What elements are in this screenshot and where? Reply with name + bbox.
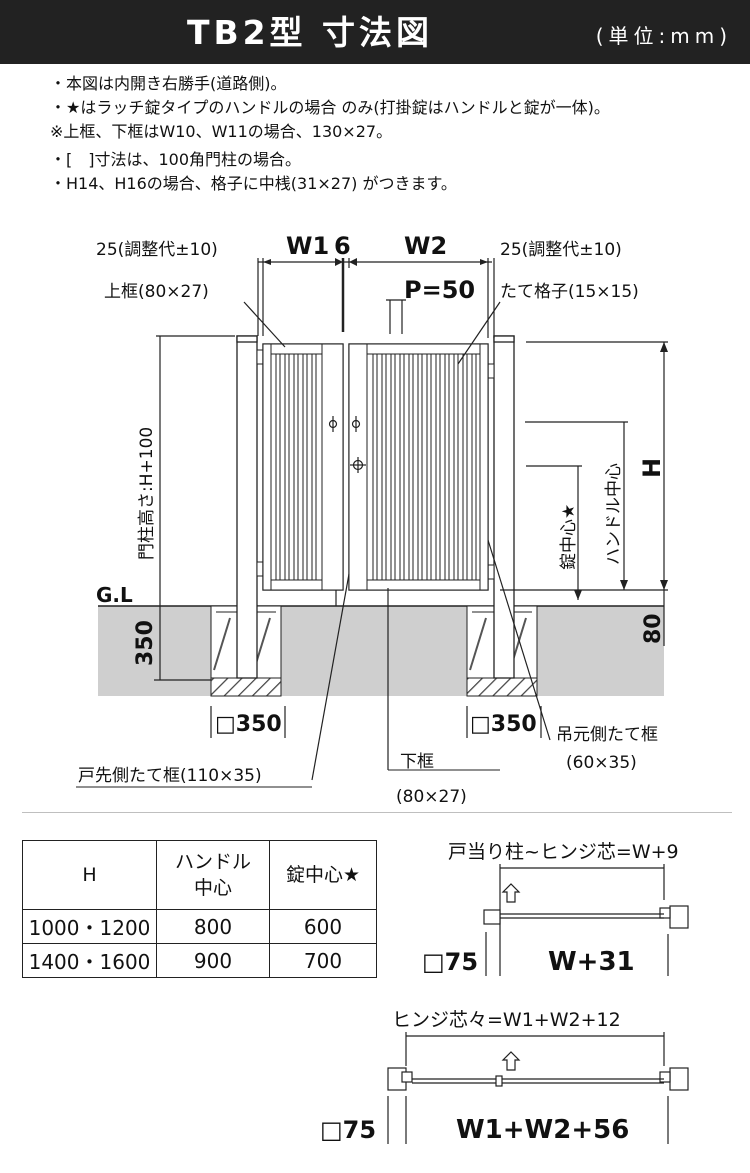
post-left: [236, 335, 258, 679]
cell-handle: 800: [156, 909, 270, 944]
w2-label: W2: [404, 232, 447, 260]
plan-single-width-label: W+31: [548, 947, 635, 977]
plan-double: ヒンジ芯々=W1+W2+12 □75 W1+W2+56: [320, 1009, 689, 1145]
lock-center-label: 錠中心★: [559, 504, 579, 570]
bottom-frame-size: (80×27): [396, 787, 467, 807]
gate-leaf-right: [348, 343, 489, 591]
post-height-label: 門柱高さ:H+100: [137, 427, 157, 560]
h-label: H: [638, 458, 666, 478]
footing-left-label: □350: [215, 712, 282, 737]
header-bar: TB2型 寸法図 (単位:mm): [0, 0, 750, 64]
lattice-label: たて格子(15×15): [500, 282, 639, 302]
depth-dimension: [154, 606, 211, 681]
handle-center-label: ハンドル中心: [604, 463, 624, 565]
note-line: ・H14、H16の場合、格子に中桟(31×27) がつきます。: [50, 174, 457, 193]
header-h: H: [22, 840, 157, 910]
footing-right-label: □350: [470, 712, 537, 737]
w1-label: W1: [286, 232, 329, 260]
header-handle-line1: ハンドル: [174, 851, 251, 873]
table-header-row: H ハンドル 中心 錠中心★: [22, 840, 377, 910]
eighty-label: 80: [641, 613, 666, 644]
hinge-stile-size: (60×35): [566, 753, 637, 773]
cell-lock: 700: [269, 943, 377, 978]
adjust-left-label: 25(調整代±10): [96, 240, 218, 260]
notes-list: ・本図は内開き右勝手(道路側)。 ・★はラッチ錠タイプのハンドルの場合 のみ(打…: [50, 72, 610, 196]
six-label: 6: [334, 232, 351, 260]
section-divider: [22, 812, 732, 813]
plan-single-post-label: □75: [422, 948, 478, 976]
plan-double-width-label: W1+W2+56: [456, 1115, 629, 1145]
ground-band: [98, 606, 664, 696]
note-line: ・本図は内開き右勝手(道路側)。: [50, 74, 287, 93]
plan-double-top-label: ヒンジ芯々=W1+W2+12: [392, 1009, 621, 1031]
header-handle-line2: 中心: [193, 877, 232, 899]
top-frame-label: 上框(80×27): [104, 282, 209, 302]
cell-h: 1400・1600: [22, 943, 157, 978]
spec-table: H ハンドル 中心 錠中心★ 1000・1200 800 600 1400・16…: [22, 840, 377, 978]
plan-single: 戸当り柱~ヒンジ芯=W+9 □75 W+31: [422, 841, 689, 977]
latch-stile-label: 戸先側たて框(110×35): [78, 766, 262, 786]
pitch-label: P=50: [404, 276, 475, 304]
note-line: ・[ ]寸法は、100角門柱の場合。: [50, 150, 302, 169]
page-title: TB2型 寸法図: [186, 13, 434, 52]
cell-lock: 600: [269, 909, 377, 944]
cell-handle: 900: [156, 943, 270, 978]
unit-label: (単位:mm): [595, 24, 732, 48]
gate-leaf-left: [262, 343, 344, 591]
post-right: [493, 335, 515, 679]
handle-icon: [328, 416, 361, 432]
cell-h: 1000・1200: [22, 909, 157, 944]
table-row: 1400・1600 900 700: [22, 943, 377, 978]
gate-elevation-diagram: 25(調整代±10) W1 6 W2 25(調整代±10) P=50 上框(80…: [76, 232, 668, 807]
adjust-right-label: 25(調整代±10): [500, 240, 622, 260]
depth-label: 350: [133, 620, 158, 666]
lock-icon: [350, 457, 366, 473]
header-handle: ハンドル 中心: [156, 840, 270, 910]
gl-label: G.L: [96, 583, 133, 607]
note-line: ・★はラッチ錠タイプのハンドルの場合 のみ(打掛錠はハンドルと錠が一体)。: [50, 98, 610, 117]
plan-double-post-label: □75: [320, 1116, 376, 1144]
note-line: ※上框、下框はW10、W11の場合、130×27。: [50, 122, 393, 141]
h-dimension: [500, 341, 668, 646]
plan-single-top-label: 戸当り柱~ヒンジ芯=W+9: [448, 841, 679, 863]
table-row: 1000・1200 800 600: [22, 909, 377, 944]
hinge-stile-label: 吊元側たて框: [556, 725, 658, 745]
header-lock: 錠中心★: [269, 840, 377, 910]
bottom-frame-label: 下框: [400, 752, 434, 772]
post-height-dimension: [156, 335, 235, 606]
